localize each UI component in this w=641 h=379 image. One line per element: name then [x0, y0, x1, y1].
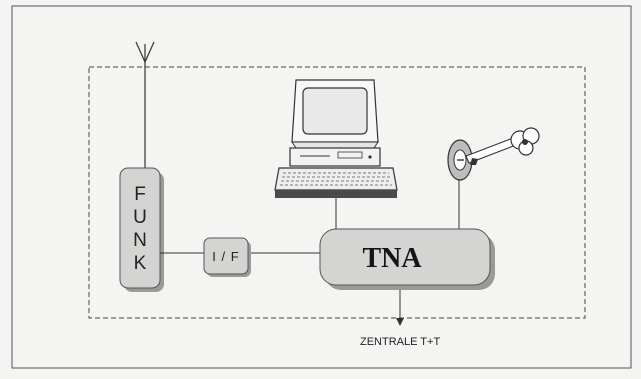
- interface-box: I / F: [203, 237, 251, 277]
- key-switch-icon: [447, 127, 540, 181]
- tna-box: TNA: [319, 228, 495, 290]
- system-boundary: [88, 66, 586, 319]
- antenna-icon: [135, 41, 155, 168]
- interface-label: I / F: [212, 249, 239, 264]
- zentrale-label: ZENTRALE T+T: [360, 336, 440, 348]
- computer-terminal-icon: [274, 79, 398, 198]
- tna-label: TNA: [362, 243, 422, 274]
- funk-letter: N: [133, 230, 147, 251]
- funk-letter: K: [134, 253, 147, 274]
- funk-box: F U N K: [119, 167, 164, 292]
- funk-letter: F: [134, 184, 146, 205]
- outer-frame: [11, 5, 632, 369]
- funk-letter: U: [133, 207, 147, 228]
